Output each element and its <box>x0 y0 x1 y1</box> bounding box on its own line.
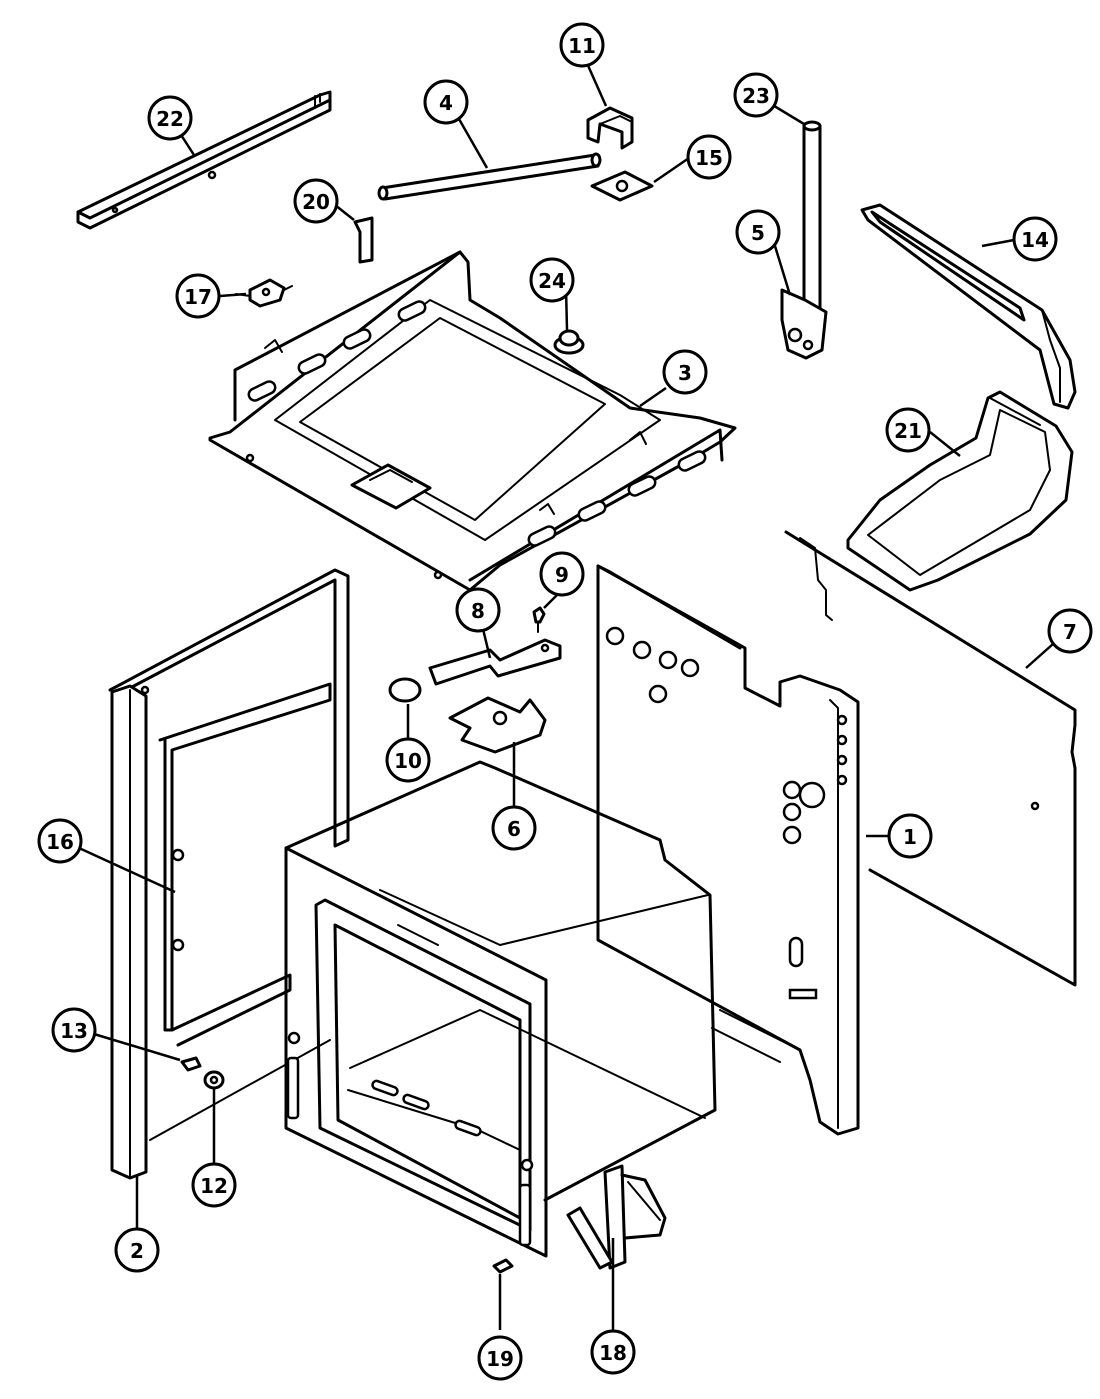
part-18-hinge <box>566 1164 667 1270</box>
callout-22-label: 22 <box>156 107 184 131</box>
callout-14: 14 <box>1012 216 1058 262</box>
callout-4-label: 4 <box>439 91 453 115</box>
callout-7: 7 <box>1047 608 1093 654</box>
part-12-knob <box>203 1070 225 1090</box>
callout-1-label: 1 <box>903 825 917 849</box>
part-10-plug <box>388 677 422 703</box>
callout-8-label: 8 <box>471 599 485 623</box>
callout-9-label: 9 <box>555 563 569 587</box>
callout-17-label: 17 <box>184 285 212 309</box>
callout-12-label: 12 <box>200 1174 228 1198</box>
part-17-switch <box>235 278 293 308</box>
callout-3-label: 3 <box>678 361 692 385</box>
callout-20-label: 20 <box>302 190 330 214</box>
callout-7-label: 7 <box>1063 620 1077 644</box>
part-2-front-post <box>110 684 150 1180</box>
part-7-rear-panel <box>784 530 1077 987</box>
callout-17: 17 <box>175 273 221 319</box>
leader-lines <box>78 51 1054 1330</box>
oven-cavity <box>284 760 717 1258</box>
part-6-latch <box>448 696 547 754</box>
part-15-plate <box>590 170 654 202</box>
callout-2-label: 2 <box>130 1239 144 1263</box>
part-14-vent-duct <box>860 203 1077 410</box>
callout-20: 20 <box>293 178 339 224</box>
part-24-knob <box>553 329 585 355</box>
part-16-left-frame <box>108 568 350 1141</box>
callout-23-label: 23 <box>742 84 770 108</box>
callout-2: 2 <box>114 1227 160 1273</box>
callout-16-label: 16 <box>46 830 74 854</box>
callout-10-label: 10 <box>394 749 422 773</box>
callout-13: 13 <box>51 1007 97 1053</box>
callout-18: 18 <box>590 1329 636 1375</box>
part-8-lever <box>428 638 562 686</box>
part-1-side-panel <box>596 564 860 1136</box>
part-4-rod <box>377 152 602 201</box>
part-20-clip <box>353 216 374 264</box>
callout-10: 10 <box>385 737 431 783</box>
callout-19-label: 19 <box>486 1347 514 1371</box>
callout-22: 22 <box>147 95 193 141</box>
callout-1: 1 <box>887 813 933 859</box>
callout-21: 21 <box>885 407 931 453</box>
part-21-burner-tray <box>846 390 1074 592</box>
callout-21-label: 21 <box>894 419 922 443</box>
callout-4: 4 <box>423 79 469 125</box>
callout-24: 24 <box>529 257 575 303</box>
callout-19: 19 <box>477 1335 523 1381</box>
part-3-top-tray <box>208 250 737 592</box>
callout-18-label: 18 <box>599 1341 627 1365</box>
part-22-rail-bracket <box>76 90 332 230</box>
callout-9: 9 <box>539 551 585 597</box>
callout-14-label: 14 <box>1021 228 1049 252</box>
part-9-screw <box>532 606 546 633</box>
callout-6: 6 <box>491 805 537 851</box>
callout-15: 15 <box>686 134 732 180</box>
callout-15-label: 15 <box>695 146 723 170</box>
part-5-valve <box>780 288 828 360</box>
callout-24-label: 24 <box>538 269 566 293</box>
callout-16: 16 <box>37 818 83 864</box>
part-11-cap <box>586 106 634 150</box>
callout-11: 11 <box>559 22 605 68</box>
callout-5-label: 5 <box>751 221 765 245</box>
callout-12: 12 <box>191 1162 237 1208</box>
part-23-pipe <box>802 120 822 324</box>
callout-5: 5 <box>735 209 781 255</box>
callout-8: 8 <box>455 587 501 633</box>
part-19-screw <box>492 1258 514 1274</box>
callout-6-label: 6 <box>507 817 521 841</box>
callout-3: 3 <box>662 349 708 395</box>
part-13-screw <box>180 1056 202 1072</box>
callout-13-label: 13 <box>60 1019 88 1043</box>
callout-23: 23 <box>733 72 779 118</box>
callout-11-label: 11 <box>568 34 596 58</box>
